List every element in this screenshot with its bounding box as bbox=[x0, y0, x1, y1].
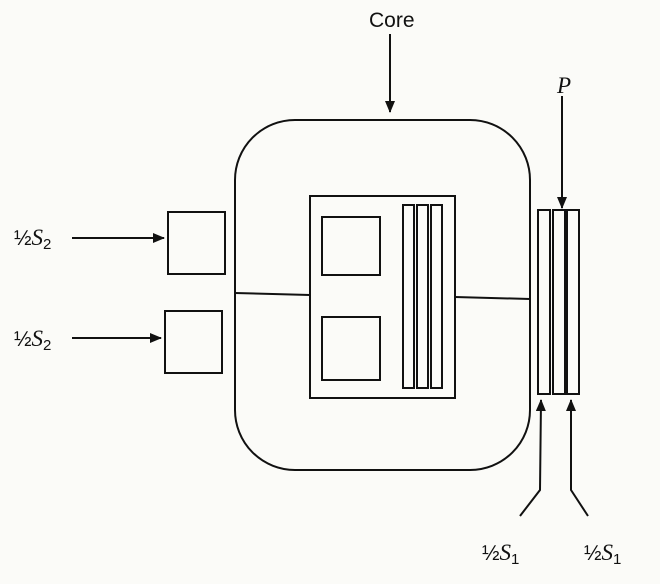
half-prefix: ½ bbox=[14, 227, 32, 250]
half-prefix: ½ bbox=[482, 542, 500, 565]
s-letter: S bbox=[499, 540, 512, 565]
core-divider-left bbox=[234, 292, 311, 296]
core-outline bbox=[234, 119, 531, 471]
core-label: Core bbox=[369, 9, 415, 32]
s1-arrow-right bbox=[566, 399, 589, 517]
primary-letter: P bbox=[557, 73, 572, 98]
s1-coil-bar-left bbox=[537, 209, 551, 395]
s-subscript: 2 bbox=[43, 337, 52, 354]
inner-winding-bar-2 bbox=[416, 204, 429, 389]
s-letter: S bbox=[601, 540, 614, 565]
p-coil-bar bbox=[552, 209, 566, 395]
half-s2-label-lower: ½S2 bbox=[14, 327, 51, 353]
inner-winding-bar-1 bbox=[402, 204, 415, 389]
core-window bbox=[309, 195, 456, 399]
primary-label: P bbox=[557, 74, 571, 97]
s2-coil-lower bbox=[164, 310, 223, 374]
s1-arrow-left bbox=[519, 399, 546, 517]
s-subscript: 1 bbox=[613, 551, 622, 568]
s2-coil-upper bbox=[167, 211, 226, 275]
winding-window-lower bbox=[321, 316, 381, 381]
half-s2-label-upper: ½S2 bbox=[14, 226, 51, 252]
s-subscript: 1 bbox=[511, 551, 520, 568]
s1-coil-bar-right bbox=[566, 209, 580, 395]
half-prefix: ½ bbox=[14, 328, 32, 351]
s-letter: S bbox=[31, 225, 44, 250]
core-divider-right bbox=[454, 296, 531, 300]
inner-winding-bar-3 bbox=[430, 204, 443, 389]
half-s1-label-right: ½S1 bbox=[584, 541, 621, 567]
s-subscript: 2 bbox=[43, 236, 52, 253]
winding-window-upper bbox=[321, 216, 381, 276]
s-letter: S bbox=[31, 326, 44, 351]
half-prefix: ½ bbox=[584, 542, 602, 565]
half-s1-label-left: ½S1 bbox=[482, 541, 519, 567]
